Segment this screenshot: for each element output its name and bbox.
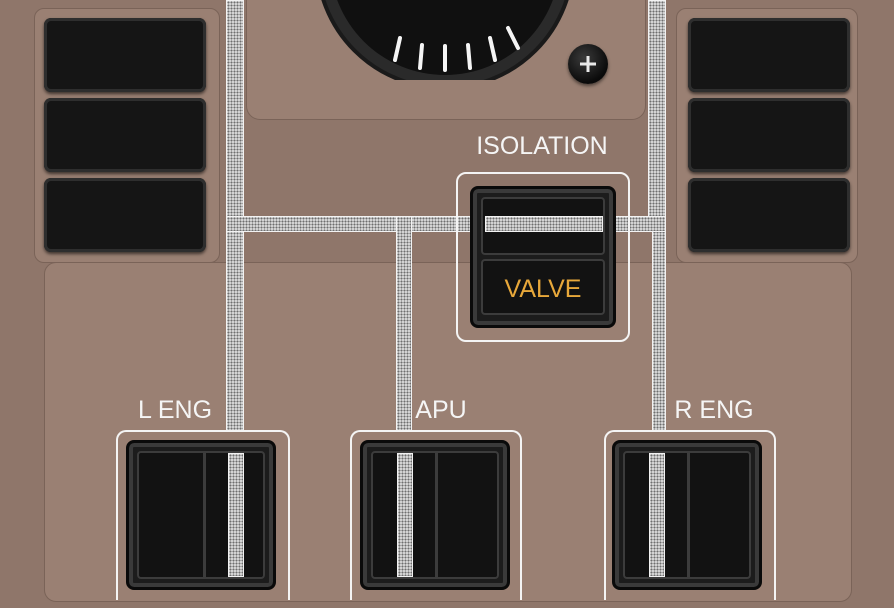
duct-apu-vertical <box>396 216 412 432</box>
l-eng-frame <box>116 430 290 600</box>
isolation-valve-frame <box>456 172 630 342</box>
apu-label: APU <box>415 396 467 424</box>
right-annunciator-1 <box>688 18 850 92</box>
isolation-valve-bar <box>485 216 603 232</box>
r-eng-flow-bar <box>649 453 665 577</box>
screw-plus-icon <box>568 44 608 84</box>
duct-right-vertical <box>648 0 666 224</box>
l-eng-switch-face <box>137 451 265 579</box>
l-eng-flow-bar <box>228 453 244 577</box>
valve-label: VALVE <box>504 275 582 303</box>
left-annunciator-1 <box>44 18 206 92</box>
l-eng-label: L ENG <box>137 396 213 424</box>
isolation-valve-button[interactable]: VALVE <box>470 186 616 328</box>
l-eng-switch-divider <box>203 453 206 577</box>
apu-flow-bar <box>397 453 413 577</box>
apu-frame <box>350 430 522 600</box>
apu-switch-divider <box>435 453 438 577</box>
dial-gauge-icon <box>321 0 569 80</box>
duct-right-lower-vertical <box>652 224 666 432</box>
r-eng-frame <box>604 430 776 600</box>
left-annunciator-2 <box>44 98 206 172</box>
apu-switch[interactable] <box>360 440 510 590</box>
isolation-valve-lower-face <box>481 259 605 315</box>
isolation-label: ISOLATION <box>476 132 608 160</box>
r-eng-label: R ENG <box>674 396 754 424</box>
right-annunciator-3 <box>688 178 850 252</box>
right-annunciator-2 <box>688 98 850 172</box>
r-eng-switch[interactable] <box>612 440 762 590</box>
r-eng-switch-divider <box>687 453 690 577</box>
left-annunciator-3 <box>44 178 206 252</box>
l-eng-switch[interactable] <box>126 440 276 590</box>
